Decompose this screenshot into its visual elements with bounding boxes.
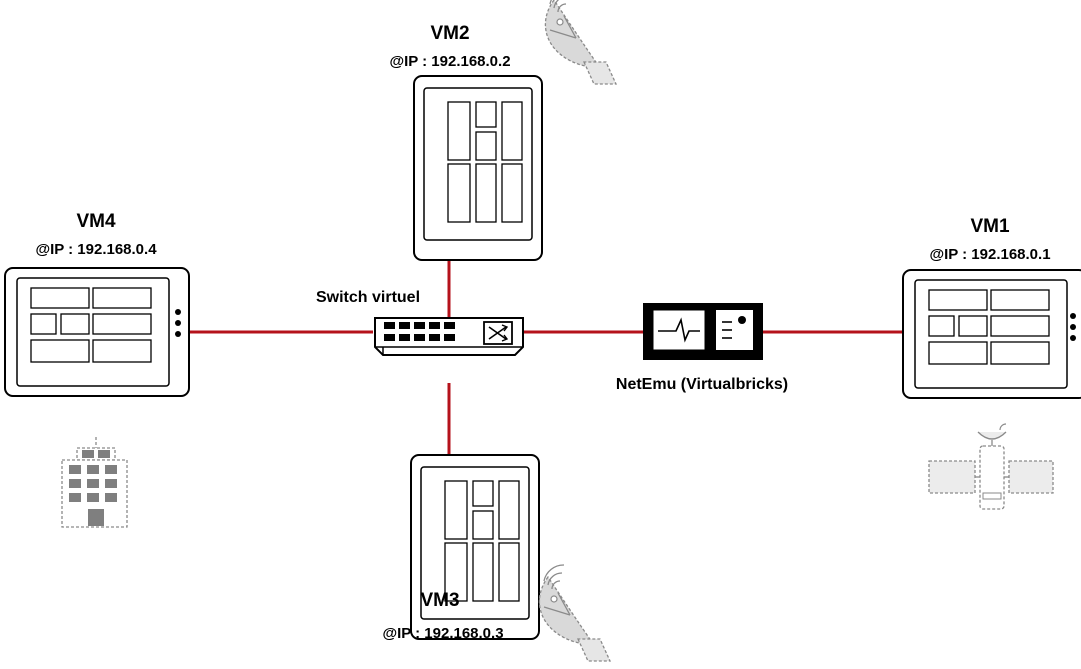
link-lines bbox=[187, 200, 907, 455]
network-emulator-icon bbox=[643, 303, 763, 360]
vm4-ip: @IP : 192.168.0.4 bbox=[35, 241, 157, 258]
vm1-name: VM1 bbox=[970, 216, 1010, 237]
satellite-dish-icon bbox=[538, 564, 611, 662]
vm3-name: VM3 bbox=[420, 590, 459, 611]
vm3-tablet-icon bbox=[410, 454, 540, 640]
vm3-node: VM3 @IP : 192.168.0.3 bbox=[382, 454, 540, 642]
vm1-tablet-icon bbox=[902, 269, 1081, 399]
switch-label: Switch virtuel bbox=[316, 289, 420, 306]
vm1-ip: @IP : 192.168.0.1 bbox=[929, 246, 1050, 263]
vm2-name: VM2 bbox=[430, 23, 469, 44]
vm2-ip: @IP : 192.168.0.2 bbox=[389, 53, 510, 70]
vm2-tablet-icon bbox=[413, 75, 543, 261]
office-building-icon bbox=[61, 437, 128, 528]
netemu-node: NetEmu (Virtualbricks) bbox=[616, 303, 788, 393]
vm1-node: VM1 @IP : 192.168.0.1 bbox=[902, 216, 1081, 399]
vm4-tablet-icon bbox=[4, 267, 190, 397]
satellite-icon bbox=[928, 423, 1054, 510]
network-switch-icon bbox=[374, 317, 524, 356]
satellite-dish-icon bbox=[544, 0, 617, 85]
netemu-label: NetEmu (Virtualbricks) bbox=[616, 376, 788, 393]
vm4-node: VM4 @IP : 192.168.0.4 bbox=[4, 211, 190, 397]
switch-node: Switch virtuel bbox=[316, 289, 524, 356]
vm3-ip: @IP : 192.168.0.3 bbox=[382, 625, 503, 642]
vm2-node: VM2 @IP : 192.168.0.2 bbox=[389, 23, 543, 261]
vm4-name: VM4 bbox=[76, 211, 116, 232]
